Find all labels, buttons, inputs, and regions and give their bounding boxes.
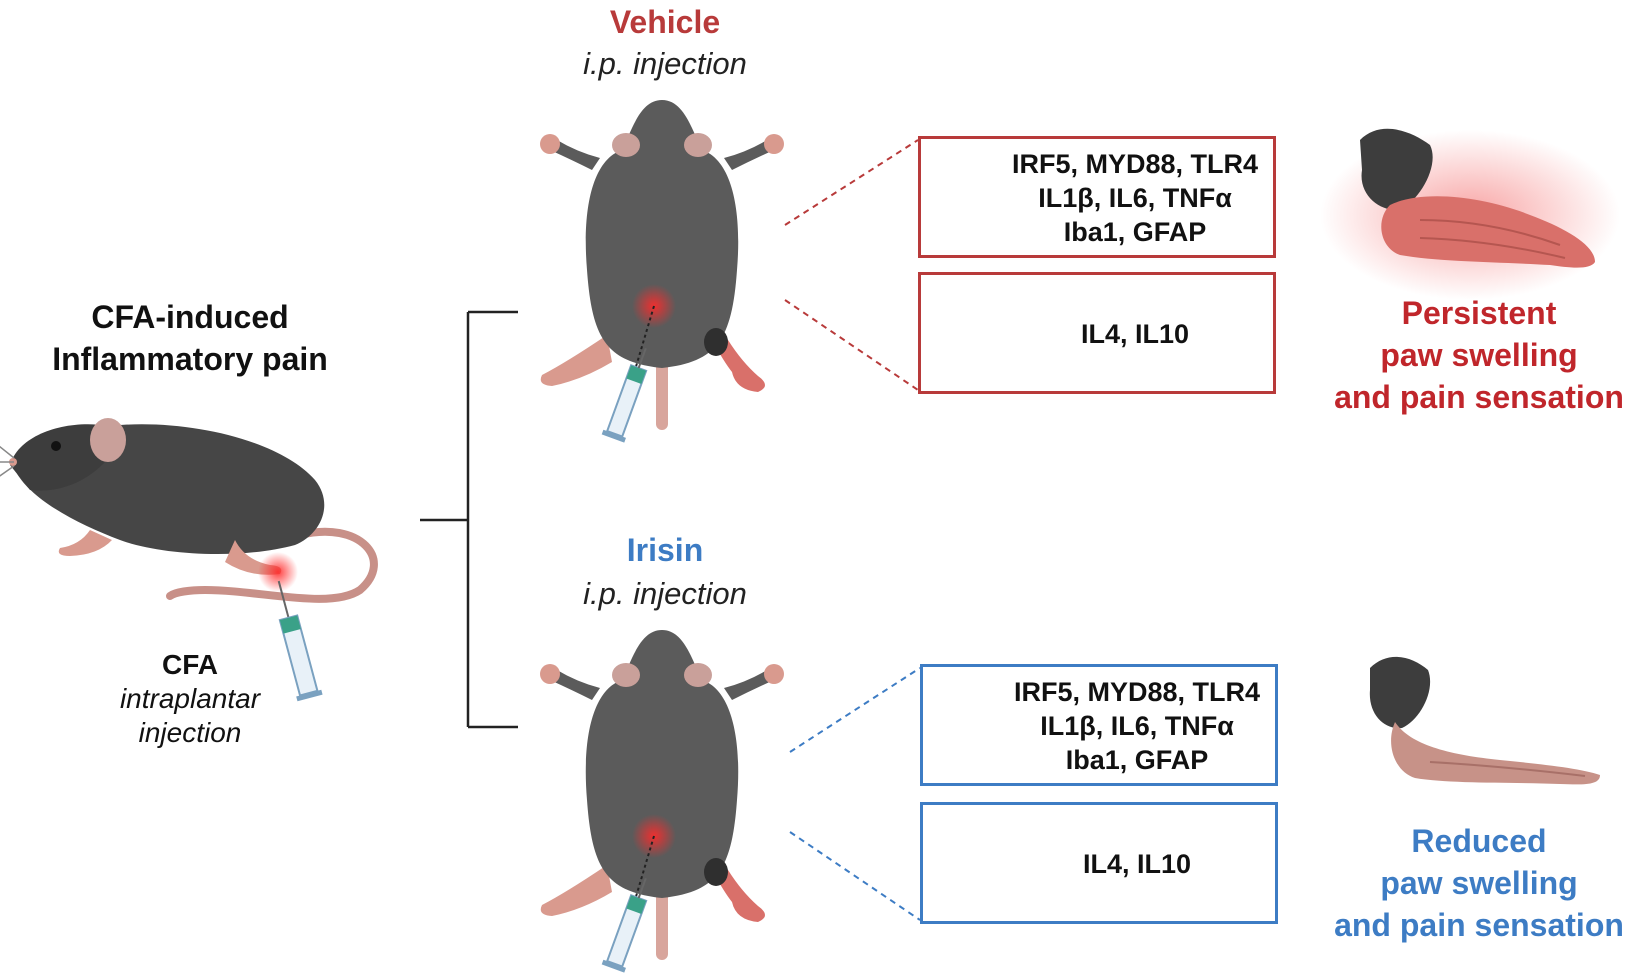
vehicle-upregulated-box: IRF5, MYD88, TLR4 IL1β, IL6, TNFα Iba1, … (918, 136, 1276, 258)
irisin-up-text: IL4, IL10 (1082, 849, 1192, 879)
branch-bracket (420, 310, 518, 729)
side-view-mouse-icon (0, 418, 378, 603)
irisin-route: i.p. injection (583, 576, 747, 611)
vehicle-outcome-line-1: Persistent (1401, 295, 1557, 331)
title-line-1: CFA-induced (91, 299, 289, 335)
cfa-route-line-2: injection (138, 717, 242, 748)
cfa-label-block: CFA intraplantar injection (90, 648, 290, 750)
vehicle-connectors (784, 139, 919, 391)
vehicle-down-text: IL4, IL10 (1080, 319, 1190, 349)
vehicle-route: i.p. injection (583, 46, 747, 81)
irisin-down-line-3: Iba1, GFAP (1065, 745, 1209, 775)
irisin-downregulated-box: IRF5, MYD88, TLR4 IL1β, IL6, TNFα Iba1, … (920, 664, 1278, 786)
irisin-outcome: Reduced paw swelling and pain sensation (1320, 820, 1638, 946)
paw-icon-swollen (1320, 128, 1620, 300)
vehicle-up-line-1: IRF5, MYD88, TLR4 (1011, 149, 1259, 179)
left-title: CFA-induced Inflammatory pain (20, 296, 360, 380)
top-view-mouse-icon-irisin (539, 629, 785, 974)
vehicle-downregulated-box: IL4, IL10 (918, 272, 1276, 394)
syringe-icon (277, 580, 323, 702)
top-view-mouse-icon-vehicle (539, 99, 785, 444)
vehicle-outcome: Persistent paw swelling and pain sensati… (1320, 292, 1638, 418)
title-line-2: Inflammatory pain (52, 341, 328, 377)
irisin-down-line-2: IL1β, IL6, TNFα (1040, 711, 1234, 741)
irisin-label: Irisin (626, 532, 704, 568)
irisin-outcome-line-3: and pain sensation (1334, 907, 1624, 943)
irisin-upregulated-box: IL4, IL10 (920, 802, 1278, 924)
cfa-route-line-1: intraplantar (119, 683, 261, 714)
irisin-outcome-line-2: paw swelling (1380, 865, 1578, 901)
paw-icon-normal (1369, 656, 1600, 785)
irisin-connectors (789, 667, 921, 921)
irisin-outcome-line-1: Reduced (1411, 823, 1547, 859)
vehicle-up-line-3: Iba1, GFAP (1063, 217, 1207, 247)
vehicle-outcome-line-2: paw swelling (1380, 337, 1578, 373)
vehicle-up-line-2: IL1β, IL6, TNFα (1038, 183, 1232, 213)
vehicle-outcome-line-3: and pain sensation (1334, 379, 1624, 415)
irisin-down-line-1: IRF5, MYD88, TLR4 (1013, 677, 1261, 707)
cfa-label: CFA (162, 649, 218, 680)
vehicle-label: Vehicle (609, 4, 721, 40)
